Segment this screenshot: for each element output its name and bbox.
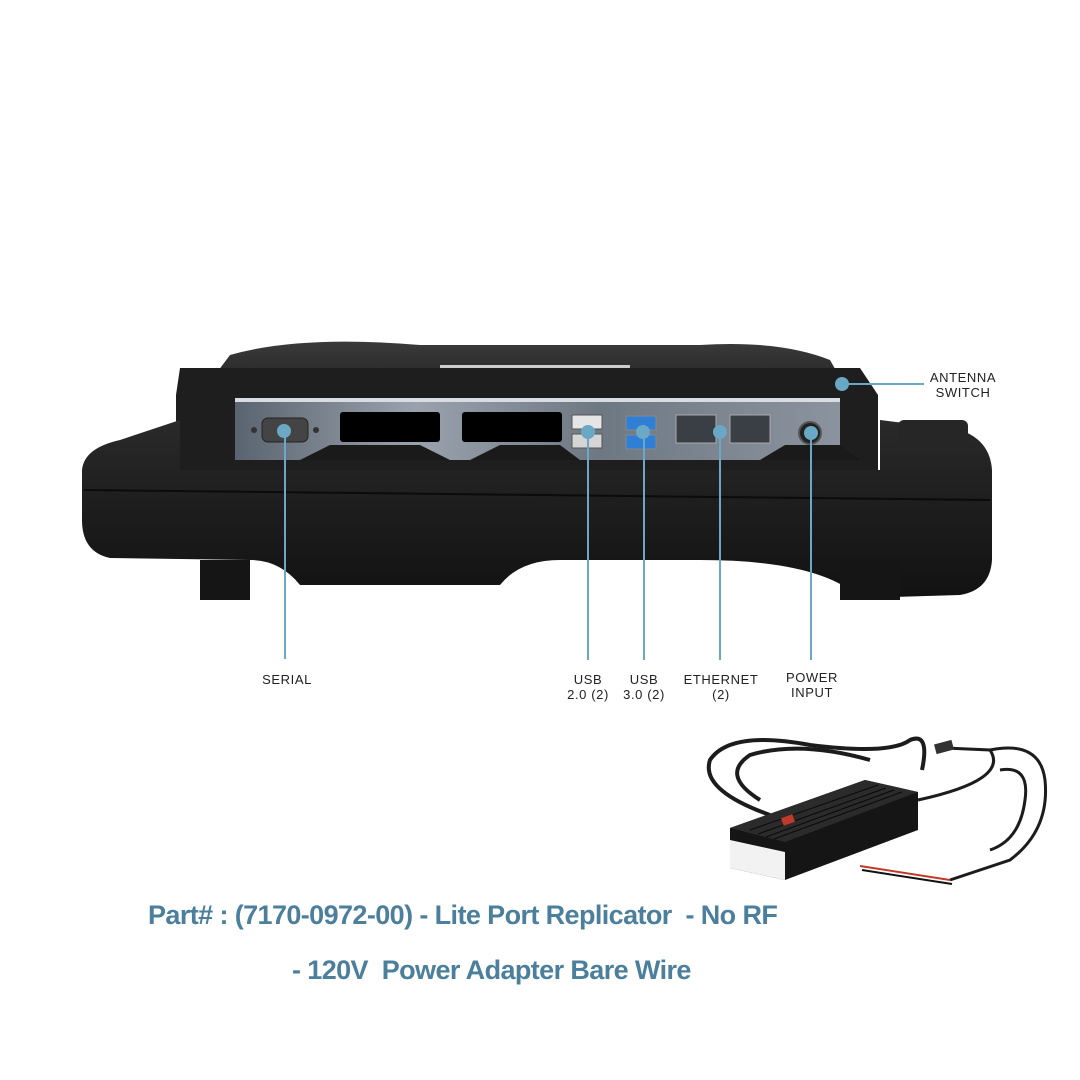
- serial-callout-line: [284, 431, 286, 659]
- antenna-switch-label: ANTENNA SWITCH: [929, 370, 997, 400]
- antenna-callout-line: [842, 383, 924, 385]
- ethernet-callout-line: [719, 432, 721, 660]
- ethernet-label: ETHERNET (2): [683, 672, 759, 702]
- usb2-callout-line: [587, 432, 589, 660]
- power-input-label: POWER INPUT: [785, 670, 839, 700]
- power-adapter-illustration: [706, 736, 1048, 885]
- power-callout-line: [810, 433, 812, 660]
- adapter-headline: - 120V Power Adapter Bare Wire: [292, 955, 691, 985]
- dock-product-image: [0, 300, 1080, 620]
- dock-illustration: [82, 341, 992, 600]
- usb3-callout-line: [643, 432, 645, 660]
- part-number-headline: Part# : (7170-0972-00) - Lite Port Repli…: [148, 900, 778, 930]
- power-adapter-image: [690, 720, 1060, 900]
- serial-label: SERIAL: [262, 672, 312, 687]
- usb3-label: USB 3.0 (2): [623, 672, 665, 702]
- usb2-label: USB 2.0 (2): [567, 672, 609, 702]
